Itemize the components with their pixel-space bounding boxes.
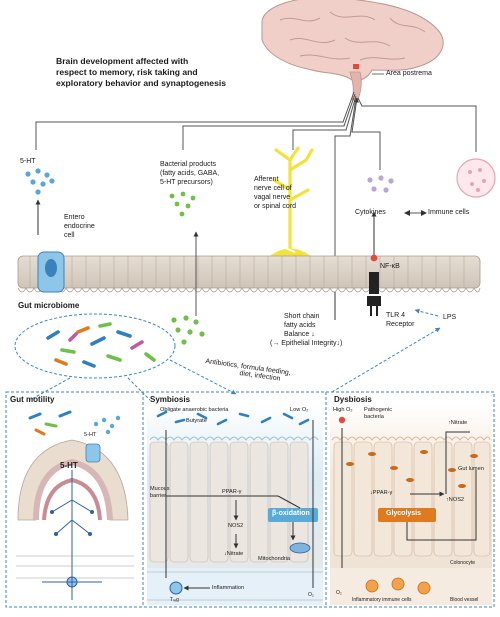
scfa-3: Balance ↓ [284, 331, 315, 338]
inflammation-label: Inflammation [212, 585, 245, 591]
dysbiosis-title: Dysbiosis [334, 395, 372, 404]
scfa-1: Short chain [284, 313, 320, 320]
gut-epithelium [17, 251, 481, 293]
title-line-3: exploratory behavior and synaptogenesis [56, 78, 227, 88]
butyrate-label: Butyrate [186, 418, 207, 424]
tlr4-label-2: Receptor [386, 321, 415, 328]
afferent-2: nerve cell of [254, 185, 292, 192]
bacterial-products-2: (fatty acids, GABA, [160, 170, 220, 177]
mitochondria-label: Mitochondria [258, 556, 291, 562]
mucous-label-2: barrier [150, 493, 167, 499]
treg-label: Tᵣₑg [170, 597, 179, 603]
dys-nitrate-label: ↑Nitrate [448, 420, 468, 426]
gut-lumen-label: Gut lumen [458, 466, 484, 472]
pathway-lines [35, 91, 477, 270]
beta-oxidation-label: β-oxidation [272, 510, 310, 517]
mucous-label-1: Mucous [150, 486, 170, 492]
symbiosis-title: Symbiosis [150, 395, 191, 404]
afferent-4: or spinal cord [254, 203, 297, 210]
dys-o2-label: O₂ [336, 590, 342, 596]
obligate-label: Obligate anaerobic bacteria [160, 407, 229, 413]
lps-label: LPS [443, 314, 457, 321]
cytokine-dots [367, 175, 394, 193]
tlr4-label-1: TLR 4 [386, 312, 406, 319]
pathogenic-label-2: bacteria [364, 414, 384, 420]
entero-label-2: endocrine [64, 223, 95, 230]
title-line-1: Brain development affected with [56, 56, 189, 66]
colonocyte-label: Colonocyte [450, 560, 476, 566]
title-line-2: respect to memory, risk taking and [56, 67, 198, 77]
entero-label-3: cell [64, 232, 75, 239]
nfkb-label: NF-κB [380, 263, 400, 270]
area-postrema-label: Area postrema [386, 70, 432, 77]
entero-label-1: Entero [64, 214, 85, 221]
nos2-label: NOS2 [228, 523, 244, 529]
bacterial-products-1: Bacterial products [160, 161, 217, 168]
motility-serotonin-big: 5-HT [60, 461, 78, 470]
blood-vessel-label: Blood vessel [450, 597, 479, 603]
motility-serotonin-small: 5-HT [84, 432, 97, 438]
immune-cells-label: Immune cells [428, 209, 470, 216]
scfa-2: fatty acids [284, 322, 316, 329]
symbiosis-art [147, 405, 323, 605]
afferent-1: Afferent [254, 176, 279, 183]
brain-illustration [261, 0, 444, 101]
afferent-3: vagal nerve [254, 194, 291, 201]
serotonin-label: 5-HT [20, 158, 36, 165]
gut-motility-title: Gut motility [10, 395, 55, 404]
inflammatory-label: Inflammatory immune cells [352, 597, 412, 603]
glycolysis-label: Glycolysis [386, 510, 422, 517]
high-o2-label: High O₂ [333, 407, 353, 413]
tlr4-receptor [367, 211, 381, 316]
gut-microbiome-label: Gut microbiome [18, 301, 80, 310]
low-o2-label: Low O₂ [290, 407, 309, 413]
dys-nos2-label: ↑NOS2 [446, 497, 465, 503]
ppar-label: PPAR-γ [222, 489, 242, 495]
immune-cell [456, 158, 496, 198]
pathogenic-label-1: Pathogenic [364, 407, 392, 413]
dysbiosis-art [330, 405, 492, 605]
dys-ppar-label: ↓PPAR-γ [370, 490, 393, 496]
gut-motility-art [16, 410, 134, 600]
bacterial-products-3: 5-HT precursors) [160, 179, 213, 186]
microbiome-cloud [14, 313, 205, 379]
symb-o2-label: O₂ [308, 592, 314, 598]
serotonin-dots [25, 168, 55, 195]
symb-nitrate-label: ↓Nitrate [224, 551, 244, 557]
bacterial-product-dots [169, 191, 196, 217]
cytokines-label: Cytokines [355, 209, 386, 216]
scfa-4: (→ Epithelial Integrity↓) [270, 340, 343, 347]
